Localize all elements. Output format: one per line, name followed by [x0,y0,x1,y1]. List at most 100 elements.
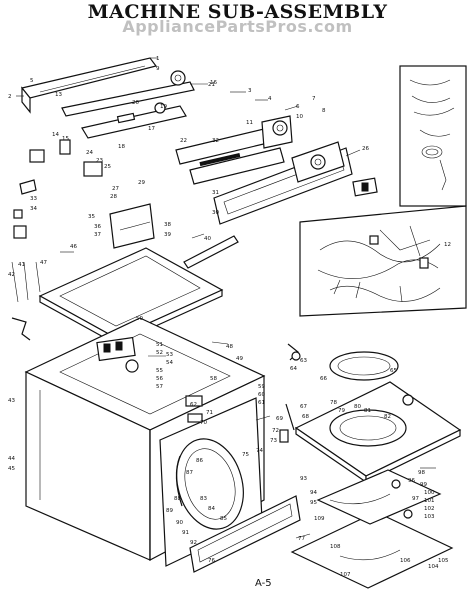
callout-number: 32 [212,138,219,144]
callout-number: 107 [340,572,351,578]
callout-number: 97 [412,496,419,502]
callout-number: 81 [364,408,371,414]
callout-number: 56 [156,376,163,382]
callout-number: 76 [208,558,215,564]
callout-number: 4 [268,96,272,102]
callout-number: 3 [248,88,252,94]
callout-number: 82 [384,414,391,420]
console-backguard [213,141,353,225]
page-number: A-5 [255,578,272,589]
callout-number: 37 [94,232,101,238]
callout-number: 46 [70,244,77,250]
bracket-parts [96,336,301,423]
motor-timer [154,70,186,114]
callout-number: 106 [400,558,411,564]
callout-number: 2 [8,94,12,100]
callout-number: 42 [8,272,15,278]
callout-number: 35 [88,214,95,220]
switch-small [352,177,378,197]
left-small-parts [11,139,103,341]
callout-number: 8 [322,108,326,114]
callout-number: 67 [300,404,307,410]
callout-number: 17 [148,126,155,132]
callout-number: 34 [30,206,37,212]
callout-number: 70 [200,420,207,426]
callout-number: 94 [310,490,317,496]
base-plate [279,381,462,484]
callout-number: 78 [330,400,337,406]
top-rail [20,57,158,114]
callout-number: 21 [208,82,215,88]
callout-number: 55 [156,368,163,374]
callout-number: 52 [156,350,163,356]
callout-number: 68 [302,414,309,420]
callout-number: 103 [424,514,435,520]
callout-number: 45 [8,466,15,472]
callout-number: 84 [208,506,215,512]
callout-number: 60 [258,392,265,398]
callout-number: 74 [256,448,263,454]
callout-number: 40 [204,236,211,242]
callout-number: 48 [226,344,233,350]
callout-number: 98 [418,470,425,476]
callout-number: 53 [166,352,173,358]
kick-panel [189,495,301,573]
callout-number: 101 [424,498,435,504]
callout-number: 66 [320,376,327,382]
callout-number: 49 [236,356,243,362]
callout-number: 77 [298,536,305,542]
callout-number: 65 [390,368,397,374]
callout-number: 57 [156,384,163,390]
callout-number: 91 [182,530,189,536]
harness-box-top [399,65,467,207]
callout-number: 92 [190,540,197,546]
watermark: AppliancePartsPros.com [122,17,353,36]
callout-number: 6 [296,104,300,110]
callout-number: 69 [276,416,283,422]
callout-numbers: 1 2 3 4 5 6 7 8 9 10 11 12 13 14 15 16 1… [8,56,451,578]
floor-pan [290,469,454,589]
callout-number: 105 [438,558,449,564]
callout-number: 10 [296,114,303,120]
callout-number: 63 [300,358,307,364]
callout-number: 108 [330,544,341,550]
callout-number: 64 [290,366,297,372]
callout-number: 16 [210,80,217,86]
callout-number: 5 [30,78,34,84]
callout-number: 50 [136,316,143,322]
callout-number: 88 [174,496,181,502]
callout-number: 31 [212,190,219,196]
callout-number: 41 [18,262,25,268]
callout-number: 85 [220,516,227,522]
callout-number: 38 [164,222,171,228]
callout-number: 9 [156,66,160,72]
callout-number: 29 [138,180,145,186]
callout-number: 14 [52,132,59,138]
callout-number: 99 [420,482,427,488]
callout-number: 80 [354,404,361,410]
callout-number: 100 [424,490,435,496]
callout-number: 30 [212,210,219,216]
callout-number: 75 [242,452,249,458]
diagram-title: MACHINE SUB-ASSEMBLY [87,1,388,23]
door-frame [159,397,263,567]
callout-number: 71 [206,410,213,416]
callout-number: 89 [166,508,173,514]
control-panel [175,115,293,185]
callout-number: 72 [272,428,279,434]
callout-number: 90 [176,520,183,526]
callout-number: 43 [8,398,15,404]
callout-number: 44 [8,456,15,462]
callout-number: 1 [156,56,160,62]
callout-number: 36 [94,224,101,230]
callout-number: 12 [444,242,451,248]
console-strip [61,81,195,139]
callout-number: 11 [246,120,253,126]
callout-number: 28 [110,194,117,200]
callout-number: 86 [196,458,203,464]
callout-number: 83 [200,496,207,502]
callout-number: 51 [156,342,163,348]
callout-number: 59 [258,384,265,390]
